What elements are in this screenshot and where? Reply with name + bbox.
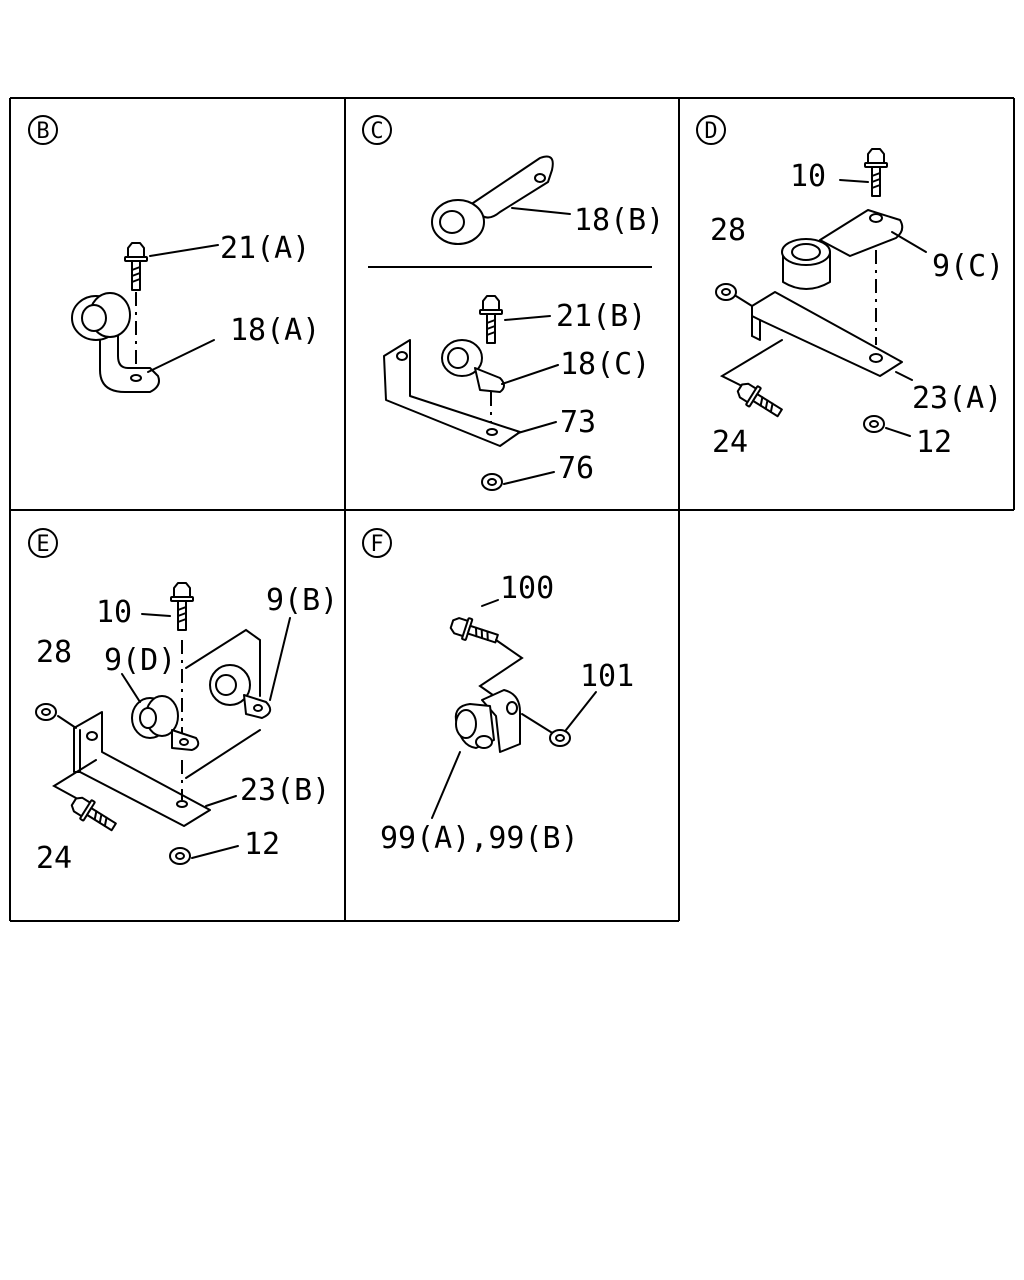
label-10-e: 10: [96, 595, 132, 630]
clamp-9b-drawing: [209, 664, 272, 719]
label-99a-99b: 99(A),99(B): [380, 821, 579, 856]
label-24-e: 24: [36, 841, 72, 876]
label-9b: 9(B): [266, 583, 338, 618]
label-76: 76: [558, 451, 594, 486]
panel-e-caption: E: [36, 532, 49, 557]
bolt-21a-drawing: [124, 242, 148, 291]
nut-12-e-drawing: [169, 847, 191, 865]
label-24-d: 24: [712, 425, 748, 460]
label-18a: 18(A): [230, 313, 320, 348]
nut-12-drawing: [863, 415, 885, 433]
label-28-d: 28: [710, 213, 746, 248]
label-21a: 21(A): [220, 231, 310, 266]
label-12-d: 12: [916, 425, 952, 460]
label-21b: 21(B): [556, 299, 646, 334]
bracket-23a-drawing: [751, 291, 903, 377]
panel-f-caption: F: [370, 532, 383, 557]
panel-d: D 10 28 9(C) 23(A) 24 12: [696, 115, 1004, 460]
label-73: 73: [560, 405, 596, 440]
panel-b-caption: B: [36, 119, 49, 144]
label-9d: 9(D): [104, 643, 176, 678]
label-18b: 18(B): [574, 203, 664, 238]
clamp-99-drawing: [454, 689, 521, 753]
clip-18c-drawing: [441, 339, 505, 393]
clip-18a-drawing: [71, 292, 160, 393]
label-28-e: 28: [36, 635, 72, 670]
panel-c: C 18(B) 21(B) 18(C) 73 76: [362, 115, 664, 491]
bolt-24-drawing: [733, 377, 787, 424]
label-18c: 18(C): [560, 347, 650, 382]
panel-f: F 100 101 99(A),99(B): [362, 528, 634, 856]
label-12-e: 12: [244, 827, 280, 862]
clamp-18b-drawing: [431, 155, 554, 245]
bolt-100-drawing: [447, 612, 502, 651]
label-10-d: 10: [790, 159, 826, 194]
bolt-21b-drawing: [479, 295, 503, 344]
clamp-9c-drawing: [781, 209, 904, 290]
bolt-10-e-drawing: [170, 582, 194, 631]
clamp-9d-drawing: [131, 695, 200, 751]
nut-28-drawing: [715, 283, 737, 301]
panel-e: E 10 9(B) 2: [28, 528, 338, 876]
label-23a: 23(A): [912, 381, 1002, 416]
label-101: 101: [580, 659, 634, 694]
nut-101-drawing: [549, 729, 571, 747]
label-100: 100: [500, 571, 554, 606]
panel-c-caption: C: [370, 119, 383, 144]
nut-76-drawing: [481, 473, 503, 491]
nut-28-e-drawing: [35, 703, 57, 721]
label-9c: 9(C): [932, 249, 1004, 284]
panel-b: B 21(A) 18(A): [28, 115, 320, 393]
bolt-10-drawing: [864, 148, 888, 197]
label-23b: 23(B): [240, 773, 330, 808]
panel-d-caption: D: [704, 119, 717, 144]
panel-frames: [9, 97, 1015, 922]
bolt-24-e-drawing: [67, 791, 121, 838]
